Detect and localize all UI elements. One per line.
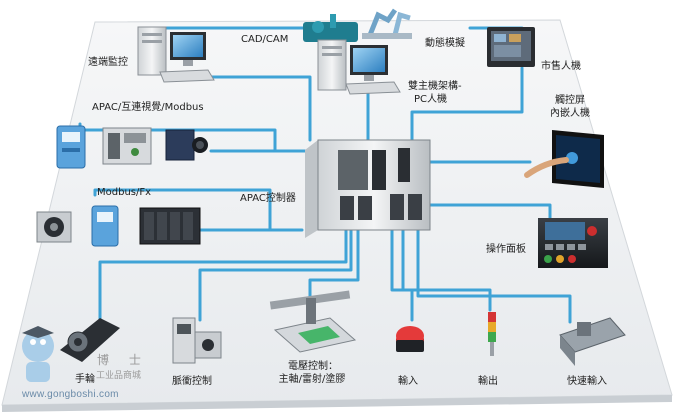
plc-rack-icon [139, 207, 201, 245]
label-handwheel: 手輪 [75, 374, 95, 385]
line-voltage [308, 226, 360, 302]
line-modbus-top [93, 188, 272, 232]
motion-sim-robot-icon [362, 8, 412, 39]
label-modbus-fx: Modbus/Fx [97, 187, 152, 198]
label-commercial-hmi: 市售人機 [541, 61, 581, 72]
line-remote-monitor [201, 75, 312, 142]
input-button-icon [396, 326, 424, 352]
label-apac-controller: APAC控制器 [240, 193, 296, 204]
interop-module-icon [56, 125, 86, 169]
label-fast-input: 快速輸入 [567, 376, 607, 387]
servo-motor-icon [36, 211, 72, 243]
line-output [401, 226, 492, 312]
label-dual-arch-line2: PC人機 [414, 94, 448, 105]
vision-controller-icon [102, 127, 152, 165]
line-pulse [198, 226, 353, 322]
gantry-machine-icon [269, 290, 357, 353]
watermark-site: www.gongboshi.com [22, 389, 119, 400]
line-fast-input [416, 226, 572, 324]
watermark-mall: 工业品商城 [96, 371, 142, 381]
label-pulse-control: 脈衝控制 [172, 376, 212, 387]
label-input: 輸入 [398, 376, 418, 387]
label-voltage-line2: 主軸/雷射/塗膠 [278, 374, 346, 385]
fx-module-icon [91, 205, 119, 247]
line-op-panel [428, 203, 552, 220]
label-touch-line2: 內嵌人機 [550, 108, 590, 119]
apac-controller-icon [305, 139, 431, 238]
label-touch-line1: 觸控屏 [555, 95, 585, 106]
fast-input-sensor-icon [559, 317, 626, 366]
label-motion-sim: 動態模擬 [425, 38, 465, 49]
line-handwheel [98, 226, 348, 332]
connector-lines [78, 26, 572, 332]
pulse-control-servo-icon [172, 317, 222, 364]
camera-icon [165, 129, 208, 161]
label-apac-interop: APAC/互連視覺/Modbus [92, 102, 204, 113]
cad-cam-robot-icon [303, 14, 358, 42]
touch-screen-icon [524, 130, 604, 188]
remote-monitor-pc-icon [137, 26, 215, 83]
mascot-watermark [22, 326, 54, 382]
label-dual-arch-line1: 雙主機架構- [408, 81, 462, 92]
label-cad-cam: CAD/CAM [241, 34, 289, 45]
label-voltage-line1: 電壓控制： [288, 361, 338, 372]
line-commercial-hmi [410, 66, 524, 147]
stack-light-icon [488, 312, 496, 356]
label-remote-monitor: 遠端監控 [88, 57, 128, 68]
watermark-name: 博 士 [97, 353, 149, 367]
label-operation-panel: 操作面板 [486, 244, 526, 255]
commercial-hmi-icon [487, 27, 535, 67]
operation-panel-icon [538, 218, 608, 268]
label-output: 輸出 [478, 376, 498, 387]
handwheel-icon [60, 318, 120, 362]
dual-host-pc-icon [317, 39, 401, 95]
